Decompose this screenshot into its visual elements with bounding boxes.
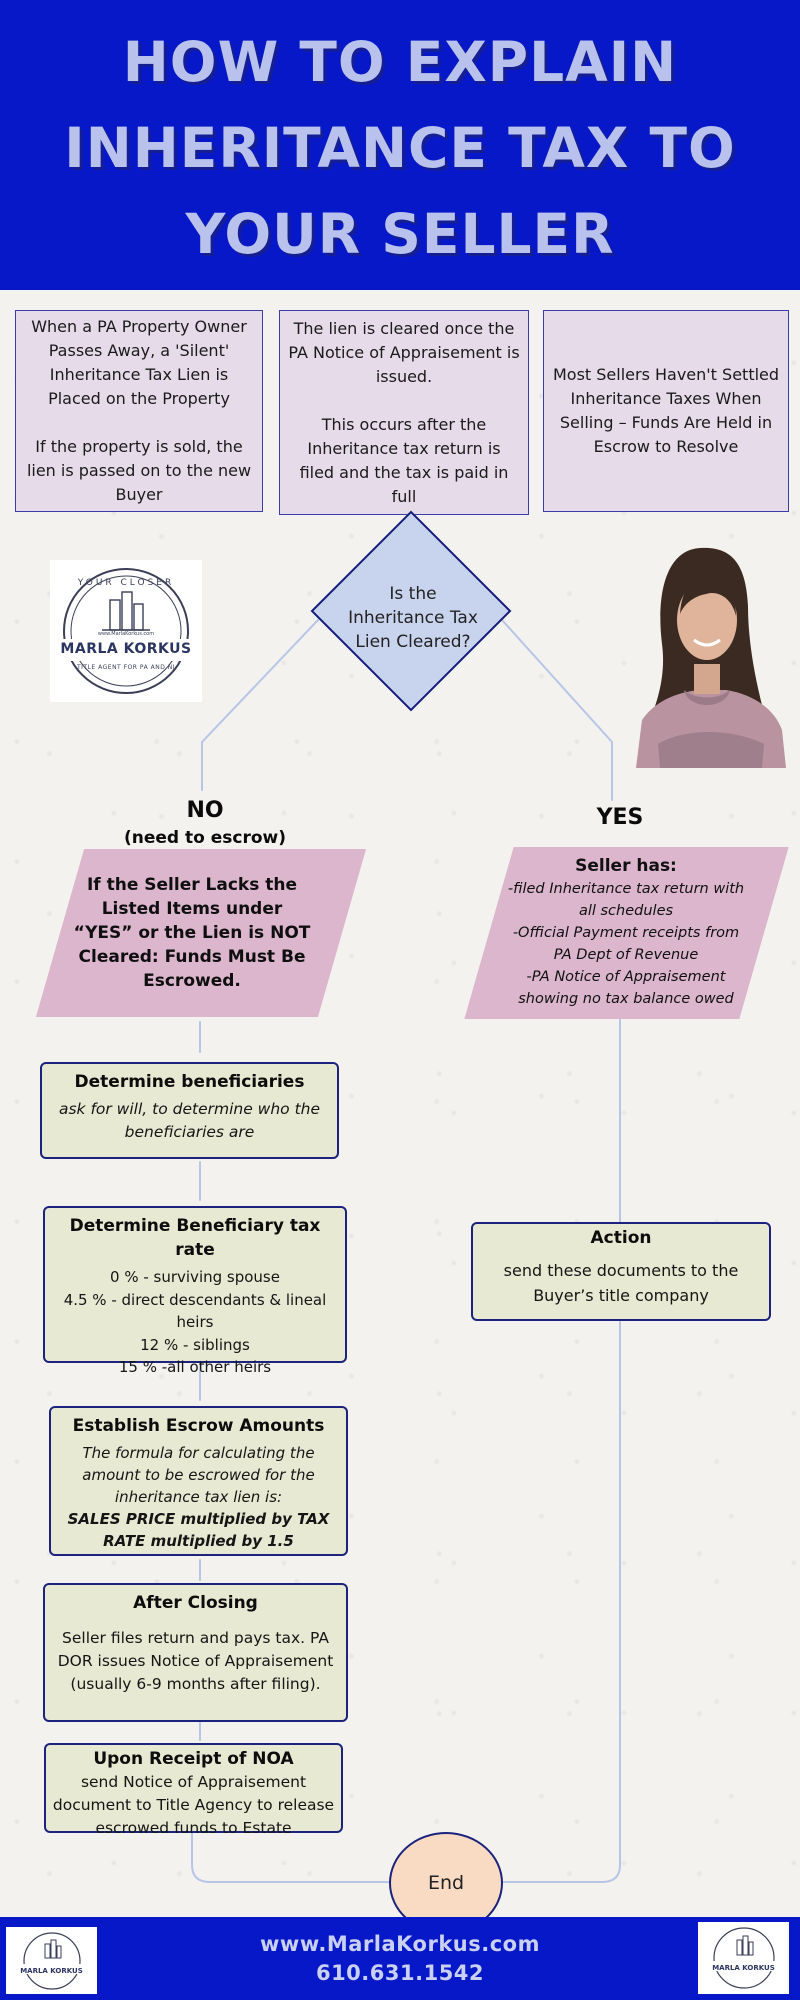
step-body: send Notice of Appraisement document to … (52, 1771, 335, 1840)
step-body: ask for will, to determine who the benef… (48, 1098, 331, 1144)
footer-website-link[interactable]: www.MarlaKorkus.com (200, 1930, 600, 1959)
company-logo: YOUR CLOSER www.MarlaKorkus.com MARLA KO… (50, 560, 202, 702)
footer-logo-name: MARLA KORKUS (698, 1964, 789, 1972)
connector-to-end-right (503, 1322, 620, 1882)
step-title: Determine beneficiaries (48, 1070, 331, 1094)
info-box-text: If the property is sold, the lien is pas… (24, 435, 254, 507)
step-title: Establish Escrow Amounts (57, 1414, 340, 1438)
footer-logo-left: MARLA KORKUS (6, 1927, 97, 1994)
logo-url-text: www.MarlaKorkus.com (50, 631, 202, 637)
info-box-text: The lien is cleared once the PA Notice o… (288, 317, 520, 389)
no-branch-text: If the Seller Lacks the Listed Items und… (72, 849, 312, 1017)
no-heading: NO (130, 796, 280, 826)
step-determine-beneficiaries: Determine beneficiaries ask for will, to… (40, 1062, 339, 1159)
step-body: send these documents to the Buyer’s titl… (479, 1258, 763, 1308)
info-box-text: When a PA Property Owner Passes Away, a … (24, 315, 254, 411)
logo-emblem-icon (17, 1930, 87, 1992)
escrow-formula: SALES PRICE multiplied by TAX RATE multi… (57, 1508, 340, 1552)
logo-name: MARLA KORKUS (50, 641, 202, 657)
connector-to-no (202, 620, 318, 790)
connector-to-yes (502, 620, 612, 800)
info-box-escrow: Most Sellers Haven't Settled Inheritance… (543, 310, 789, 512)
tax-rate-row: 12 % - siblings (51, 1334, 339, 1357)
info-box-text: Most Sellers Haven't Settled Inheritance… (552, 363, 780, 459)
info-box-lien-cleared: The lien is cleared once the PA Notice o… (279, 310, 529, 515)
step-title: Upon Receipt of NOA (52, 1747, 335, 1771)
logo-arc-text: YOUR CLOSER (50, 578, 202, 588)
step-title: Action (479, 1226, 763, 1250)
step-establish-escrow: Establish Escrow Amounts The formula for… (49, 1406, 348, 1556)
tax-rate-row: 4.5 % - direct descendants & lineal heir… (51, 1289, 339, 1334)
tax-rate-row: 0 % - surviving spouse (51, 1266, 339, 1289)
step-body: The formula for calculating the amount t… (57, 1442, 340, 1508)
logo-tagline: TITLE AGENT FOR PA AND NJ (50, 664, 202, 671)
step-upon-receipt-noa: Upon Receipt of NOA send Notice of Appra… (44, 1743, 343, 1833)
info-box-silent-lien: When a PA Property Owner Passes Away, a … (15, 310, 263, 512)
decision-question: Is the Inheritance Tax Lien Cleared? (343, 568, 483, 668)
step-beneficiary-tax-rate: Determine Beneficiary tax rate 0 % - sur… (43, 1206, 347, 1363)
no-subheading: (need to escrow) (110, 826, 300, 850)
footer-contact: www.MarlaKorkus.com 610.631.1542 (200, 1930, 600, 1988)
step-body: Seller files return and pays tax. PA DOR… (51, 1627, 340, 1696)
yes-box-title: Seller has: (575, 854, 677, 878)
info-box-text: This occurs after the Inheritance tax re… (288, 413, 520, 509)
agent-photo (636, 524, 786, 768)
yes-item: -PA Notice of Appraisement showing no ta… (506, 966, 746, 1010)
footer-phone-link[interactable]: 610.631.1542 (200, 1959, 600, 1988)
tax-rate-row: 15 % -all other heirs (51, 1356, 339, 1379)
footer-logo-name: MARLA KORKUS (6, 1967, 97, 1975)
footer-logo-right: MARLA KORKUS (698, 1922, 789, 1994)
step-title: Determine Beneficiary tax rate (51, 1214, 339, 1262)
step-title: After Closing (51, 1591, 340, 1615)
connector-to-end-left (192, 1833, 389, 1882)
yes-heading: YES (540, 803, 700, 833)
logo-emblem-icon (707, 1925, 781, 1991)
yes-item: -Official Payment receipts from PA Dept … (506, 922, 746, 966)
step-action: Action send these documents to the Buyer… (471, 1222, 771, 1321)
yes-item: -filed Inheritance tax return with all s… (506, 878, 746, 922)
step-after-closing: After Closing Seller files return and pa… (43, 1583, 348, 1722)
yes-branch-content: Seller has: -filed Inheritance tax retur… (506, 852, 746, 1012)
